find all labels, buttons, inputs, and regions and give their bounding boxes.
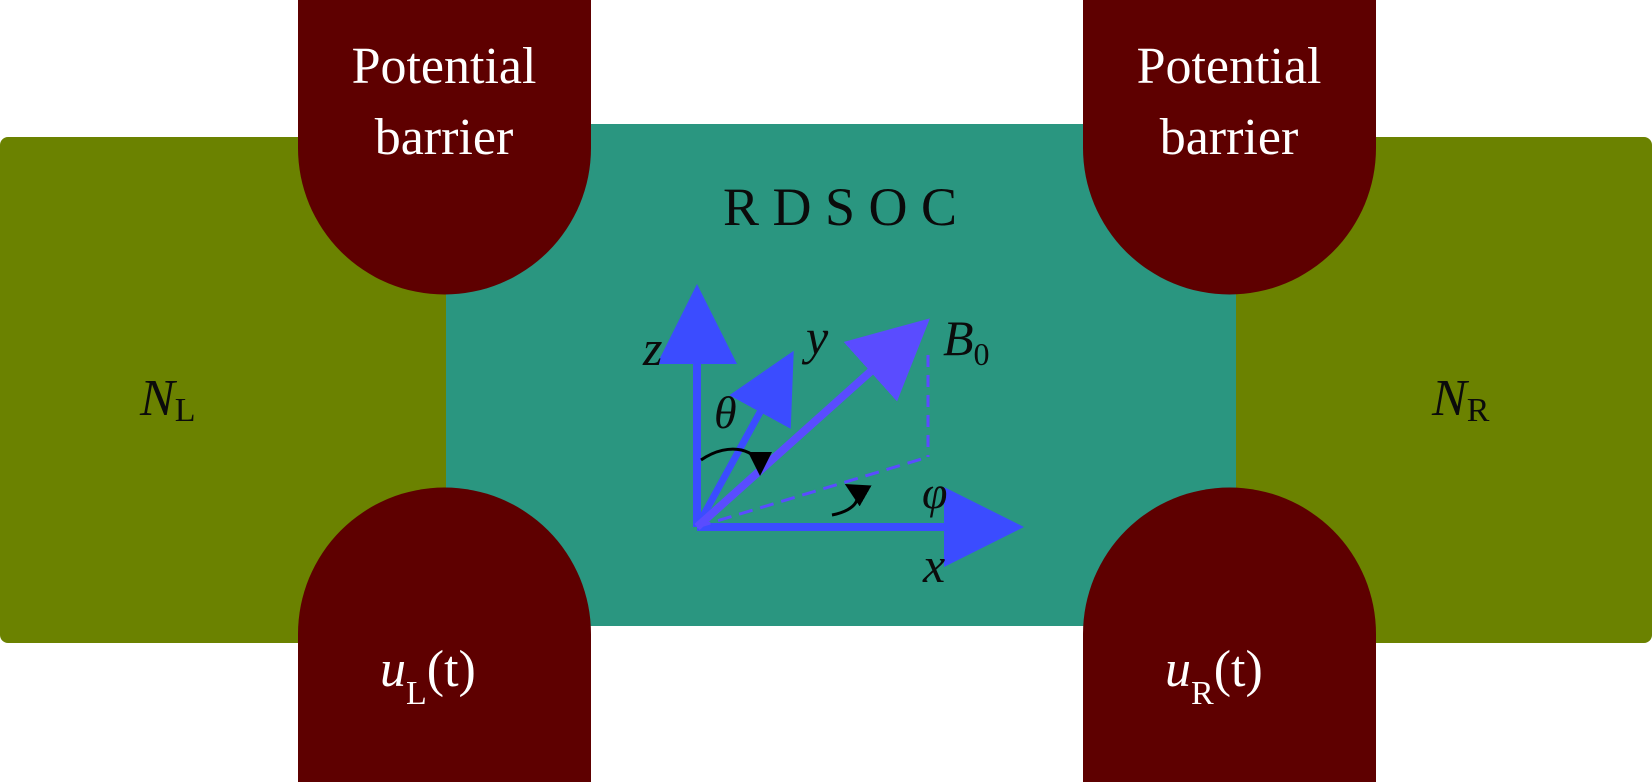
top-left-barrier-label-line2: barrier: [375, 109, 514, 166]
field-symbol: B: [943, 310, 974, 366]
field-label: B0: [943, 310, 990, 372]
phi-label: φ: [922, 467, 947, 518]
left-lead-label: NL: [139, 370, 195, 429]
left-gate-argument: (t): [427, 641, 476, 698]
phi-arc: [831, 484, 872, 517]
left-gate: [298, 487, 591, 782]
top-left-barrier: [298, 0, 591, 295]
left-lead-symbol: N: [139, 370, 178, 427]
field-subscript: 0: [974, 336, 990, 372]
y-axis-arrow: [693, 350, 794, 529]
left-gate-label: uL(t): [380, 641, 476, 712]
right-gate-subscript: R: [1191, 675, 1214, 712]
right-gate-argument: (t): [1214, 641, 1263, 698]
left-gate-subscript: L: [406, 675, 427, 712]
left-lead: [0, 137, 460, 643]
field-arrow: [694, 318, 930, 530]
region-label: R D S O C: [723, 177, 957, 237]
left-lead-subscript: L: [175, 392, 196, 429]
top-left-barrier-label-line1: Potential: [352, 38, 537, 95]
left-gate-symbol: u: [380, 641, 406, 698]
y-axis-label: y: [801, 309, 829, 365]
top-right-barrier: [1083, 0, 1376, 295]
right-lead-subscript: R: [1467, 392, 1490, 429]
x-axis-label: x: [922, 537, 945, 593]
right-gate: [1083, 487, 1376, 782]
right-lead-label: NR: [1431, 370, 1490, 429]
top-right-barrier-label-line1: Potential: [1137, 38, 1322, 95]
theta-arc: [700, 447, 772, 476]
top-right-barrier-label-line2: barrier: [1160, 109, 1299, 166]
right-gate-label: uR(t): [1165, 641, 1263, 712]
right-gate-symbol: u: [1165, 641, 1191, 698]
right-lead-symbol: N: [1431, 370, 1470, 427]
theta-label: θ: [714, 387, 737, 438]
z-axis-label: z: [642, 320, 662, 376]
field-projection-horizontal: [696, 455, 929, 529]
